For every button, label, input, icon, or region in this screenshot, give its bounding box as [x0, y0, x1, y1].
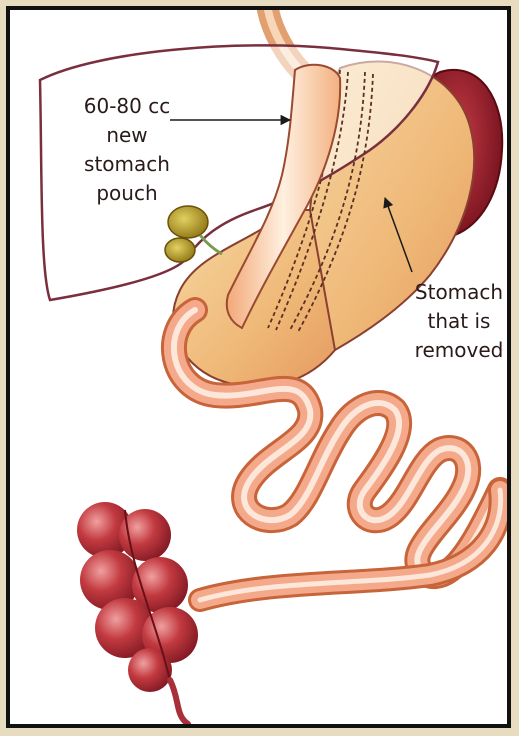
removed-label-line1: Stomach — [394, 278, 511, 307]
appendix — [170, 680, 188, 724]
pouch-label-line3: stomach — [62, 150, 192, 179]
pouch-label-line1: 60-80 cc — [62, 92, 192, 121]
removed-label-line2: that is — [394, 307, 511, 336]
removed-label: Stomach that is removed — [394, 278, 511, 365]
pouch-label-line4: pouch — [62, 179, 192, 208]
colon — [77, 502, 198, 724]
diagram-frame: 60-80 cc new stomach pouch Stomach that … — [6, 6, 511, 728]
pouch-label-line2: new — [62, 121, 192, 150]
gallbladder — [168, 206, 208, 238]
pouch-label: 60-80 cc new stomach pouch — [62, 92, 192, 208]
removed-label-line3: removed — [394, 336, 511, 365]
